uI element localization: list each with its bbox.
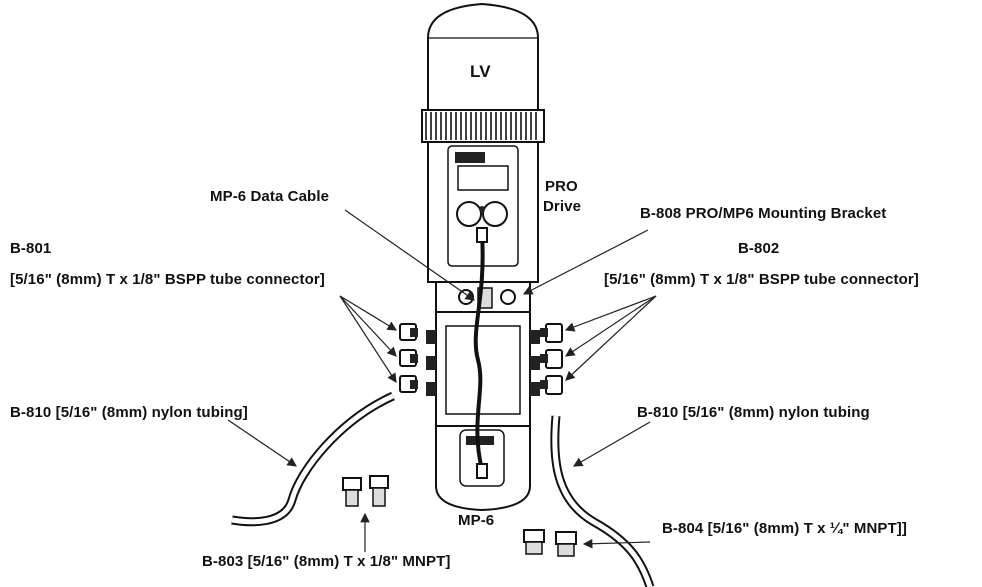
leader-mp6-cable xyxy=(344,209,475,301)
callout-b802-code: B-802 xyxy=(738,240,780,257)
callout-b804: B-804 [5/16" (8mm) T x ¼" MNPT]] xyxy=(662,520,907,537)
callout-b801-desc: [5/16" (8mm) T x 1/8" BSPP tube connecto… xyxy=(10,271,325,288)
lv-label: LV xyxy=(470,62,491,81)
callout-mp6-data-cable: MP-6 Data Cable xyxy=(210,188,330,205)
lv-housing xyxy=(427,2,539,111)
leader-b801-a xyxy=(339,295,398,331)
leader-b810-right xyxy=(572,421,651,467)
manifold-ports xyxy=(426,330,540,396)
callout-b808: B-808 PRO/MP6 Mounting Bracket xyxy=(640,205,887,222)
callout-b802-desc: [5/16" (8mm) T x 1/8" BSPP tube connecto… xyxy=(604,271,919,288)
pro-drive-knobs xyxy=(456,201,508,227)
callout-b803: B-803 [5/16" (8mm) T x 1/8" MNPT] xyxy=(202,553,451,570)
b810-nylon-tubing-left xyxy=(231,391,395,527)
callout-b801-code: B-801 xyxy=(10,240,52,257)
leader-b801-b xyxy=(339,295,397,357)
leader-b808 xyxy=(522,229,649,295)
leader-b804 xyxy=(582,538,651,549)
b810-nylon-tubing-right xyxy=(550,415,655,587)
pro-drive-display xyxy=(457,165,509,191)
leader-b802-b xyxy=(565,295,657,357)
mp6-label: MP-6 xyxy=(458,512,495,529)
pro-drive-label-line1: PRO xyxy=(545,178,578,195)
leader-b802-c xyxy=(565,295,657,381)
b802-tube-connectors xyxy=(540,323,563,395)
leader-lines xyxy=(227,209,657,552)
leader-b802-a xyxy=(564,295,657,332)
leader-b810-left xyxy=(227,419,297,467)
lv-ribbed-collar xyxy=(421,109,545,143)
pro-drive-label-line2: Drive xyxy=(543,198,582,215)
callout-b810-left: B-810 [5/16" (8mm) nylon tubing] xyxy=(10,404,248,421)
b801-tube-connectors xyxy=(399,323,418,393)
callout-b810-right: B-810 [5/16" (8mm) nylon tubing xyxy=(637,404,870,421)
leader-b801-c xyxy=(339,295,397,384)
b804-mnpt-fittings xyxy=(523,529,577,557)
b803-mnpt-fittings xyxy=(342,475,389,507)
manifold-body xyxy=(435,311,531,427)
mp6-data-cable xyxy=(473,227,488,479)
pro-drive-logo-plate xyxy=(455,152,485,163)
